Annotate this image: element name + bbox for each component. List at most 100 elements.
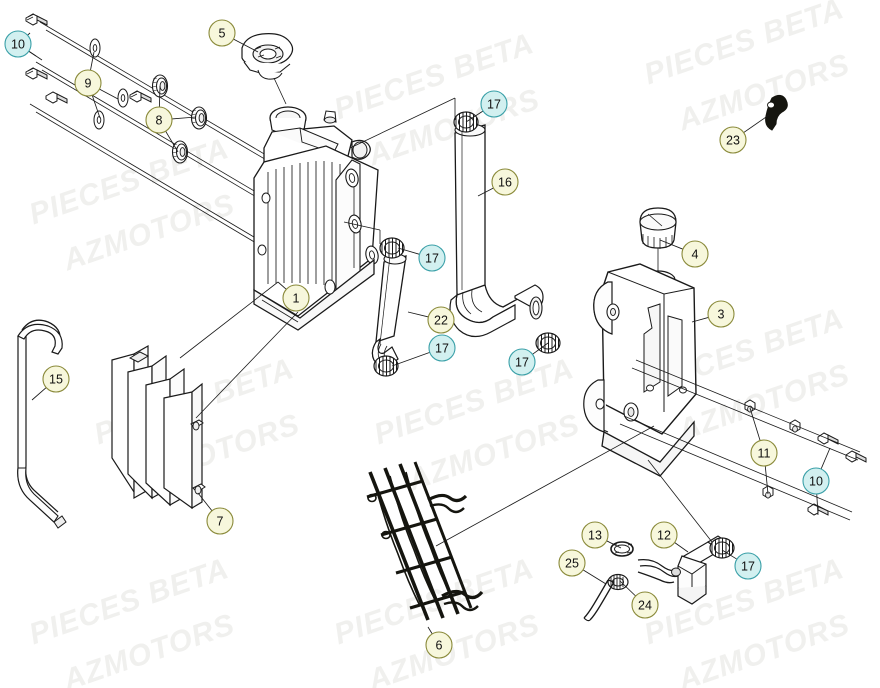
callout-number: 3 bbox=[718, 308, 725, 322]
callout-bubble[interactable] bbox=[719, 126, 747, 154]
callout-number: 16 bbox=[498, 176, 512, 190]
callout-leader-line bbox=[165, 130, 179, 153]
callout-leader-line bbox=[721, 549, 738, 560]
callout-bubble[interactable] bbox=[631, 591, 659, 619]
callout-number: 15 bbox=[49, 373, 63, 387]
callout-number: 17 bbox=[515, 356, 529, 370]
callout-leader-line bbox=[477, 187, 494, 197]
callout-bubble[interactable] bbox=[491, 168, 519, 196]
part-10-bolt-mid bbox=[45, 91, 68, 104]
callout-bubble[interactable] bbox=[208, 19, 236, 47]
callout-number: 11 bbox=[758, 447, 771, 461]
callout-number: 12 bbox=[657, 529, 671, 543]
callout-bubble[interactable] bbox=[282, 284, 310, 312]
callout-leader-line bbox=[816, 493, 819, 516]
callout-number: 4 bbox=[692, 248, 699, 262]
callout-leader-line bbox=[465, 110, 484, 123]
callout-12[interactable]: 12 bbox=[650, 521, 689, 553]
leader-lines-radiator bbox=[179, 281, 279, 359]
callout-3[interactable]: 3 bbox=[691, 300, 735, 328]
callout-leader-line bbox=[90, 51, 95, 71]
callout-number: 7 bbox=[217, 515, 224, 529]
callout-number: 8 bbox=[156, 114, 163, 128]
callout-16[interactable]: 16 bbox=[477, 168, 519, 197]
callout-17[interactable]: 17 bbox=[391, 334, 456, 367]
callout-number: 25 bbox=[565, 557, 579, 571]
callout-bubble[interactable] bbox=[508, 348, 536, 376]
callout-number: 17 bbox=[425, 252, 439, 266]
callout-11[interactable]: 11 bbox=[749, 407, 778, 495]
callout-7[interactable]: 7 bbox=[197, 492, 234, 535]
callout-22[interactable]: 22 bbox=[407, 306, 455, 334]
callout-17[interactable]: 17 bbox=[465, 90, 508, 123]
callout-leader-line bbox=[277, 281, 287, 290]
callout-bubble[interactable] bbox=[74, 69, 102, 97]
callout-23[interactable]: 23 bbox=[719, 114, 770, 154]
callout-25[interactable]: 25 bbox=[558, 549, 607, 585]
callout-17[interactable]: 17 bbox=[508, 342, 549, 376]
callout-bubble[interactable] bbox=[428, 334, 456, 362]
part-6-grille-guard bbox=[366, 461, 484, 621]
callout-bubble[interactable] bbox=[480, 90, 508, 118]
callout-leader-line bbox=[158, 85, 161, 108]
callout-5[interactable]: 5 bbox=[208, 19, 259, 53]
callout-bubble[interactable] bbox=[425, 631, 453, 659]
callout-10[interactable]: 10 bbox=[4, 30, 43, 61]
callout-number: 10 bbox=[11, 38, 25, 52]
callout-bubble[interactable] bbox=[707, 300, 735, 328]
callout-bubble[interactable] bbox=[650, 521, 678, 549]
callout-10[interactable]: 10 bbox=[802, 447, 831, 516]
callout-leader-line bbox=[606, 540, 622, 549]
callout-leader-line bbox=[764, 465, 769, 495]
callout-number: 1 bbox=[293, 292, 300, 306]
callout-4[interactable]: 4 bbox=[659, 239, 709, 268]
callout-leader-line bbox=[171, 116, 197, 120]
callout-bubble[interactable] bbox=[145, 106, 173, 134]
callout-number: 10 bbox=[809, 475, 823, 489]
callout-leader-line bbox=[820, 447, 831, 470]
callout-bubble[interactable] bbox=[4, 30, 32, 58]
callout-1[interactable]: 1 bbox=[277, 281, 310, 312]
callout-8[interactable]: 8 bbox=[145, 85, 197, 153]
callout-24[interactable]: 24 bbox=[619, 580, 659, 619]
callout-bubble[interactable] bbox=[802, 467, 830, 495]
part-25-vent-hose bbox=[583, 579, 615, 622]
callout-leader-line bbox=[659, 239, 684, 250]
callout-leader-line bbox=[407, 311, 429, 318]
part-3-expansion-tank bbox=[583, 263, 697, 477]
callout-leader-line bbox=[749, 407, 761, 441]
callout-leader-line bbox=[427, 626, 433, 635]
callout-bubble[interactable] bbox=[42, 365, 70, 393]
callout-6[interactable]: 6 bbox=[425, 626, 453, 659]
callout-17[interactable]: 17 bbox=[721, 549, 762, 580]
callout-bubble[interactable] bbox=[206, 507, 234, 535]
callout-leader-line bbox=[233, 38, 259, 53]
callout-13[interactable]: 13 bbox=[581, 521, 622, 549]
callout-bubble[interactable] bbox=[427, 306, 455, 334]
callout-leader-line bbox=[197, 492, 213, 512]
callout-bubble[interactable] bbox=[558, 549, 586, 577]
callout-leader-line bbox=[397, 247, 420, 255]
callout-bubble[interactable] bbox=[681, 240, 709, 268]
callout-number: 24 bbox=[638, 599, 652, 613]
callout-bubble[interactable] bbox=[418, 244, 446, 272]
part-1-radiator bbox=[253, 106, 379, 331]
callout-number: 13 bbox=[588, 529, 602, 543]
callout-number: 6 bbox=[436, 639, 443, 653]
callout-bubble[interactable] bbox=[581, 521, 609, 549]
callout-17[interactable]: 17 bbox=[397, 244, 446, 272]
callout-bubble[interactable] bbox=[750, 439, 778, 467]
callout-bubble[interactable] bbox=[734, 552, 762, 580]
callout-number: 17 bbox=[435, 342, 449, 356]
part-7-radiator-louvers bbox=[111, 311, 299, 510]
callout-15[interactable]: 15 bbox=[31, 365, 70, 401]
callout-leader-line bbox=[674, 542, 689, 553]
callout-number: 5 bbox=[219, 27, 226, 41]
callout-leader-line bbox=[532, 342, 549, 355]
callout-number: 23 bbox=[726, 134, 740, 148]
callout-leader-line bbox=[691, 317, 709, 323]
callout-leader-line bbox=[28, 50, 37, 57]
callout-9[interactable]: 9 bbox=[74, 51, 119, 119]
callout-leader-line bbox=[31, 387, 47, 401]
